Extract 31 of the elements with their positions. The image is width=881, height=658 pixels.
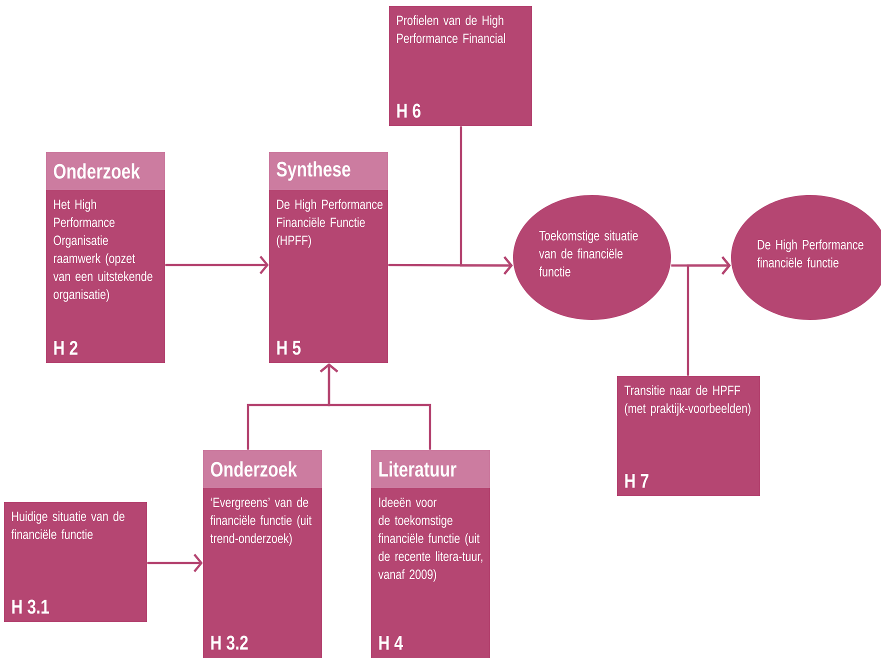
box-heading: Onderzoek [210, 461, 298, 477]
chapter-number: H 3.1 [12, 600, 49, 614]
box-heading: Synthese [276, 161, 350, 181]
box-text: ‘Evergreens’ van de financiële functie (uit trend-onderzoek) [210, 497, 312, 546]
chapter-number: H 5 [277, 340, 301, 355]
box-text: Profielen van de High Performance Financial [397, 15, 505, 44]
process-box [617, 376, 760, 496]
ellipse-node: Toekomstige situatie van de financiële functie [513, 195, 671, 320]
chapter-number: H 7 [625, 474, 648, 488]
arrow [147, 554, 203, 572]
arrow [460, 126, 513, 275]
box-text: De High Performance Financiële Functie (HPFF) [276, 199, 383, 248]
process-box [4, 502, 147, 622]
box-text: Het High Performance Organisatie raamwerk (opzet van een uitstekende organisatie) [53, 199, 152, 302]
chapter-number: H 4 [379, 636, 403, 650]
arrow [165, 256, 269, 274]
arrow [320, 363, 432, 450]
chapter-number: H 2 [54, 340, 78, 355]
box-text: Huidige situatie van de financiële functie [11, 511, 124, 540]
process-box [203, 450, 322, 658]
process-box [371, 450, 490, 658]
chapter-number: H 6 [397, 104, 420, 118]
process-box [46, 152, 165, 363]
process-box [389, 6, 532, 126]
box-text: Transitie naar de HPFF (met praktijk-voorbeelden) [624, 385, 750, 416]
box-heading: Literatuur [379, 461, 456, 477]
box-heading: Onderzoek [54, 163, 140, 179]
box-text: Ideeën voor de toekomstige financiële functie (uit de recente litera-tuur, vanaf 2009) [378, 497, 482, 582]
chapter-number: H 3.2 [211, 636, 248, 650]
arrow [686, 256, 731, 376]
process-box [269, 152, 388, 363]
